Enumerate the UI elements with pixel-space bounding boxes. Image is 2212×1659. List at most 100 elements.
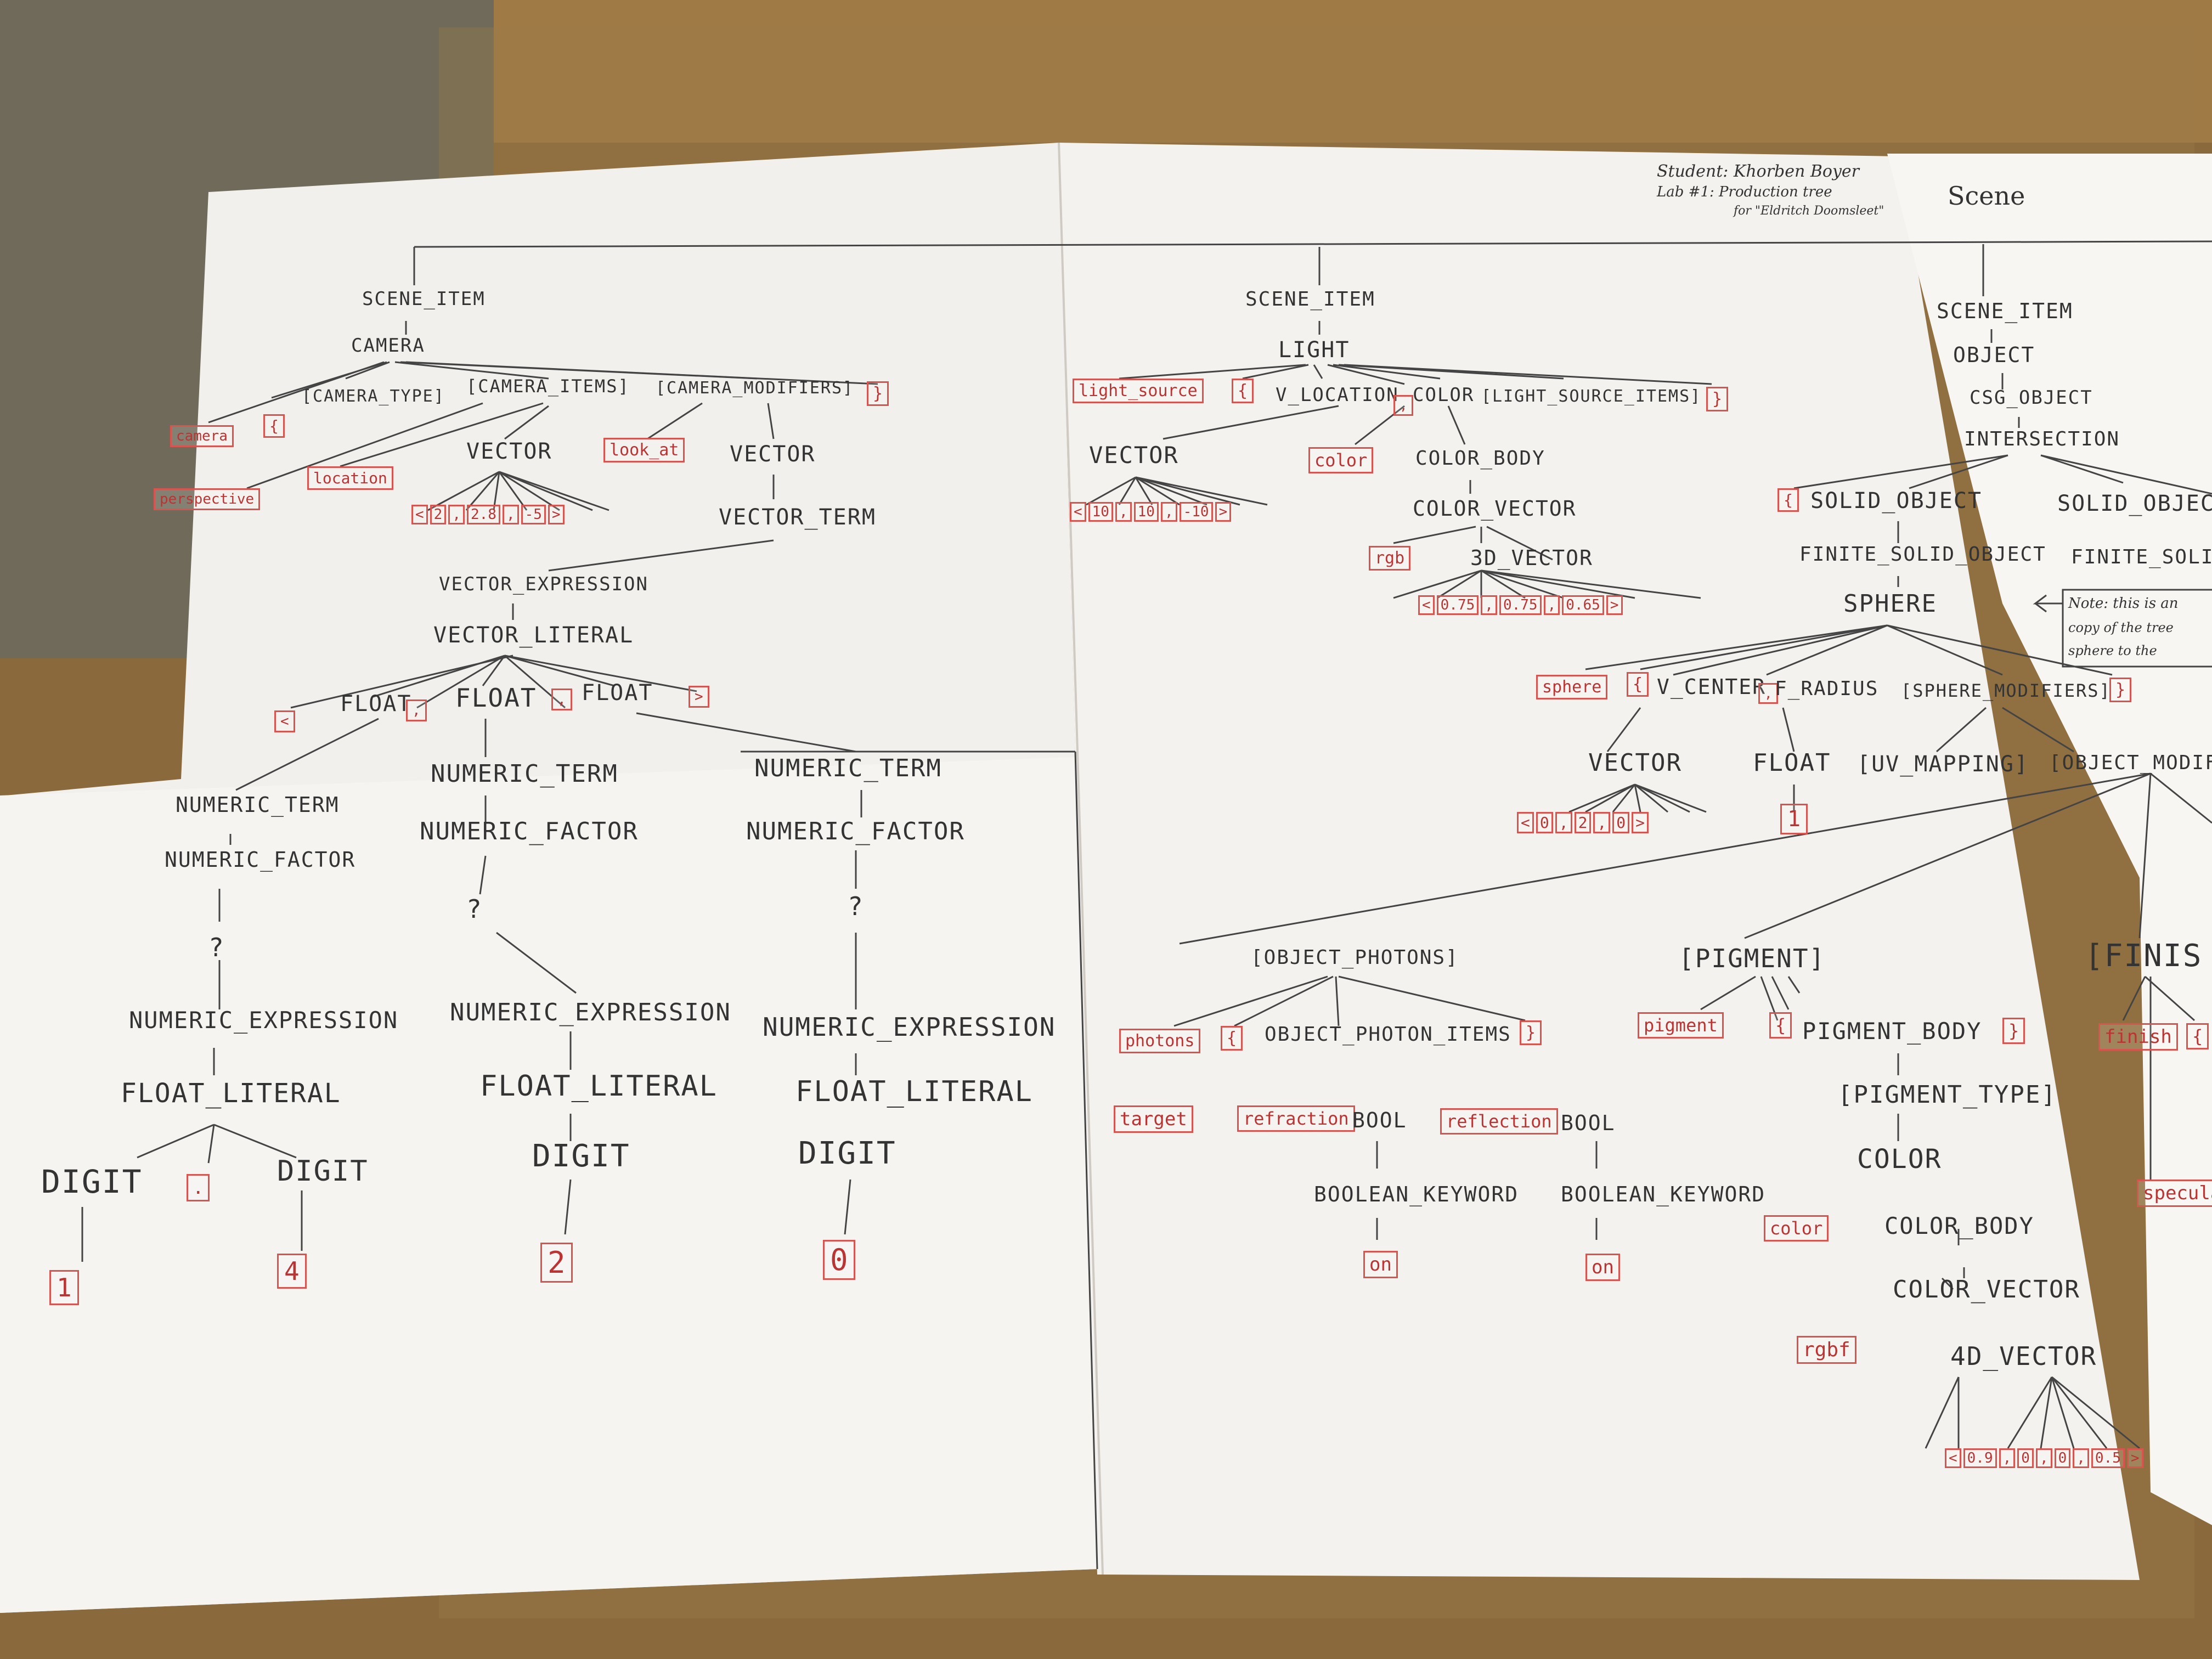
object-photon-items-node: OBJECT_PHOTON_ITEMS (1265, 1023, 1511, 1046)
scene-item-light: SCENE_ITEM (1245, 288, 1375, 311)
sphere-modifiers-node: [SPHERE_MODIFIERS] (1901, 680, 2111, 701)
edge (499, 471, 610, 511)
specular-keyword: specula (2137, 1180, 2212, 1207)
edge (1119, 364, 1306, 380)
digit-node-3: DIGIT (798, 1136, 896, 1171)
digit-value-4: 4 (277, 1254, 307, 1289)
token-2: , (1115, 502, 1132, 522)
v-center-node: V_CENTER (1657, 675, 1767, 699)
token-1: 0.75 (1436, 595, 1479, 615)
edge (496, 932, 577, 994)
finish-keyword: finish (2098, 1023, 2178, 1051)
camera-items-node: [CAMERA_ITEMS] (466, 376, 630, 397)
reflection-keyword: reflection (1440, 1108, 1558, 1135)
edge (1793, 454, 2008, 489)
intersection-node: INTERSECTION (1964, 428, 2120, 450)
radius-value: 1 (1780, 804, 1808, 834)
edge (1606, 707, 1641, 752)
pigment-type-node: [PIGMENT_TYPE] (1838, 1081, 2057, 1109)
center-vector-node: VECTOR (1588, 749, 1682, 777)
numeric-term-2: NUMERIC_TERM (431, 760, 618, 788)
color-body-pigment: COLOR_BODY (1884, 1212, 2034, 1239)
edge (1787, 976, 1801, 994)
edge (1338, 975, 1526, 1022)
vector-literal-comma-1: , (406, 699, 427, 721)
question-2: ? (466, 894, 483, 924)
token-4: , (502, 505, 519, 524)
digit-node-1a: DIGIT (41, 1163, 143, 1200)
edge (1673, 624, 1888, 676)
camera-vector-tokens: <2,2.8,-5> (411, 505, 565, 524)
edge (1447, 405, 1466, 445)
rgbf-keyword: rgbf (1797, 1336, 1857, 1364)
edge (1163, 405, 1339, 440)
paper-sheet-left-bottom (0, 757, 1097, 1613)
vector-4d-node: 4D_VECTOR (1950, 1341, 2097, 1371)
edge (1481, 569, 1701, 599)
camera-rbrace: } (867, 381, 889, 406)
token-4: , (2035, 1448, 2052, 1468)
edge (1700, 975, 1756, 1011)
token-3: 0.75 (1499, 595, 1542, 615)
float-literal-2: FLOAT_LITERAL (480, 1070, 718, 1103)
edge (1585, 783, 1635, 813)
rgb-keyword: rgb (1369, 546, 1411, 571)
light-source-keyword: light_source (1073, 379, 1204, 403)
token-5: -10 (1179, 502, 1213, 522)
light-node: LIGHT (1278, 337, 1350, 363)
edge (1634, 783, 1707, 813)
edge (416, 654, 505, 709)
edge (345, 361, 390, 380)
edge (504, 654, 615, 687)
numeric-expression-2: NUMERIC_EXPRESSION (450, 998, 731, 1026)
bool-node-1: BOOL (1352, 1108, 1407, 1132)
boolean-keyword-2: BOOLEAN_KEYWORD (1561, 1182, 1766, 1206)
edge (2051, 1376, 2075, 1449)
note-box (2062, 589, 2212, 668)
digit-node-1b: DIGIT (277, 1155, 369, 1188)
token-1: 0.9 (1963, 1448, 1997, 1468)
edge (2051, 1376, 2108, 1449)
token-8: > (2126, 1448, 2143, 1468)
pigment-node: [PIGMENT] (1679, 944, 1826, 973)
edge (1640, 624, 1888, 670)
token-0: < (1517, 812, 1534, 833)
token-3: 10 (1133, 502, 1159, 522)
token-2: , (1999, 1448, 2016, 1468)
edge (1481, 569, 1564, 599)
boolean-keyword-1: BOOLEAN_KEYWORD (1314, 1182, 1519, 1206)
numeric-term-1: NUMERIC_TERM (176, 793, 340, 817)
color-keyword-pigment: color (1764, 1215, 1829, 1242)
perspective-keyword: perspective (154, 488, 261, 510)
edge (246, 402, 483, 489)
token-0: < (1418, 595, 1435, 615)
light-rbrace: } (1706, 387, 1729, 411)
camera-modifiers-node: [CAMERA_MODIFIERS] (656, 379, 854, 398)
edge (1344, 364, 1712, 385)
token-2: , (1481, 595, 1497, 615)
camera-type-node: [CAMERA_TYPE] (302, 387, 445, 406)
pigment-rbrace: } (2002, 1018, 2025, 1044)
pigment-body-node: PIGMENT_BODY (1802, 1018, 1982, 1045)
edge (504, 654, 697, 692)
sphere-rbrace: } (2109, 678, 2132, 702)
token-3: 0 (2017, 1448, 2034, 1468)
finite-solid-object-2: FINITE_SOLID_O (2071, 546, 2212, 568)
edge (2002, 707, 2074, 753)
token-3: 2.8 (466, 505, 500, 524)
token-5: -5 (521, 505, 546, 524)
token-6: , (2073, 1448, 2089, 1468)
object-photons-node: [OBJECT_PHOTONS] (1251, 946, 1459, 969)
student-name: Student: Khorben Boyer (1657, 162, 1860, 181)
radius-float-node: FLOAT (1753, 749, 1831, 777)
edge (844, 1179, 851, 1235)
edge (1086, 476, 1136, 506)
digit-node-2: DIGIT (532, 1138, 630, 1174)
bool-node-2: BOOL (1561, 1111, 1616, 1135)
edge (504, 405, 549, 440)
edge (1887, 624, 2003, 676)
edge (1393, 526, 1476, 544)
lab-title: Lab #1: Production tree (1657, 184, 1832, 200)
color-node-pigment: COLOR (1857, 1144, 1942, 1175)
light-vector-node: VECTOR (1089, 442, 1179, 469)
